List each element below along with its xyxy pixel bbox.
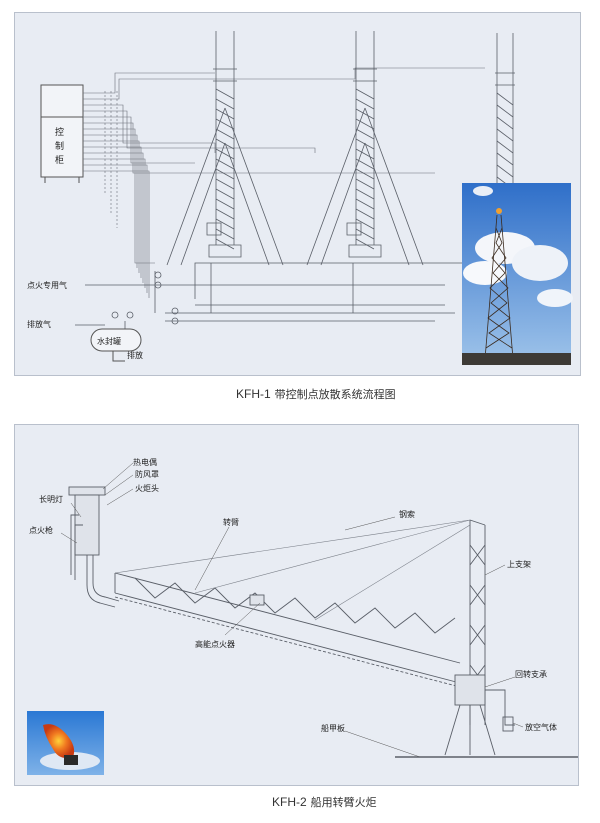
tower-stroke — [496, 33, 514, 185]
flare-tower-photo — [462, 183, 573, 365]
tower-stroke — [495, 72, 515, 86]
flame-photo — [27, 711, 104, 775]
tower-stroke — [496, 140, 514, 154]
tower-stroke — [306, 107, 424, 266]
hi-energy-igniter-label: 高能点火器 — [195, 639, 235, 649]
slewing-support-label: 回转支承 — [515, 669, 547, 679]
tower-stroke — [215, 228, 235, 240]
tower-stroke — [355, 88, 375, 100]
tower-stroke — [355, 148, 375, 160]
tower-stroke — [206, 222, 222, 236]
tower-stroke — [355, 238, 375, 250]
thermocouple-label: 热电偶 — [133, 457, 157, 467]
cabinet-label-3: 柜 — [55, 154, 64, 166]
tower-stroke — [355, 218, 375, 230]
tower-stroke — [215, 118, 235, 130]
tower-stroke — [215, 98, 235, 110]
figure1-code: KFH-1 — [236, 387, 271, 401]
tower-stroke — [355, 128, 375, 140]
tower-stroke — [496, 104, 514, 118]
windshield-label: 防风罩 — [135, 469, 159, 479]
tower-stroke — [496, 164, 514, 178]
tower-stroke — [355, 118, 375, 130]
upper-bracket-label: 上支架 — [507, 559, 531, 569]
tower-stroke — [215, 128, 235, 140]
water-seal-tank — [90, 328, 142, 362]
signal-wires — [83, 67, 485, 298]
tower-stroke — [355, 178, 375, 190]
tower-stroke — [355, 31, 375, 245]
tower-stroke — [353, 68, 377, 82]
tower-stroke — [355, 228, 375, 240]
rotating-arm-flare-panel: 热电偶 防风罩 火炬头 长明灯 点火枪 转臂 钢索 上支架 高能点火器 回转支承… — [14, 424, 579, 786]
tower-stroke — [355, 168, 375, 180]
ignition-gas-label: 点火专用气 — [27, 280, 67, 290]
tower-stroke — [215, 88, 235, 100]
igniter-gun-label: 点火枪 — [29, 525, 53, 535]
leader-lines — [60, 462, 524, 758]
tower-stroke — [208, 244, 242, 258]
flow-diagram-drawing: 控 制 柜 — [27, 31, 573, 365]
tower-stroke — [320, 142, 410, 266]
tower-stroke — [215, 218, 235, 230]
tower-stroke — [355, 98, 375, 110]
steel-cable-label: 钢索 — [399, 509, 415, 519]
discharge-label: 排放 — [127, 350, 143, 360]
tower-stroke — [215, 168, 235, 180]
tower-stroke — [215, 198, 235, 210]
torch-head-label: 火炬头 — [135, 483, 159, 493]
steel-cables — [114, 519, 471, 621]
rotating-arm-flare-drawing: 热电偶 防风罩 火炬头 长明灯 点火枪 转臂 钢索 上支架 高能点火器 回转支承… — [27, 457, 578, 775]
figure2-code: KFH-2 — [272, 795, 307, 809]
tower-stroke — [496, 116, 514, 130]
tower-stroke — [215, 108, 235, 120]
vent-gas-label: 排放气 — [27, 319, 51, 329]
tower-stroke — [215, 188, 235, 200]
cabinet-label-1: 控 — [55, 126, 64, 138]
tower-stroke — [215, 148, 235, 160]
flow-diagram-panel: 控 制 柜 — [14, 12, 581, 376]
tower-stroke — [355, 198, 375, 210]
tower-stroke — [166, 107, 284, 266]
deck-plate-label: 船甲板 — [321, 723, 345, 733]
tower-stroke — [496, 128, 514, 142]
tower-stroke — [496, 152, 514, 166]
tower-stroke — [215, 31, 235, 245]
flare-towers — [166, 31, 515, 266]
rotating-arm — [114, 572, 461, 688]
tower-stroke — [496, 92, 514, 106]
figure1-title: 带控制点放散系统流程图 — [274, 388, 396, 401]
rotating-arm-label: 转臂 — [223, 517, 239, 527]
tower-stroke — [213, 68, 237, 82]
torch-head — [68, 486, 120, 608]
tower-stroke — [355, 188, 375, 200]
tower-stroke — [215, 178, 235, 190]
tower-stroke — [215, 208, 235, 220]
tower-stroke — [348, 244, 382, 258]
tower-stroke — [355, 108, 375, 120]
gas-manifold — [75, 262, 470, 333]
tower-stroke — [180, 142, 270, 266]
cabinet-label-2: 制 — [55, 140, 64, 152]
vent-gas-label-2: 放空气体 — [525, 722, 557, 732]
pilot-lamp-label: 长明灯 — [39, 494, 63, 504]
tower-stroke — [346, 222, 362, 236]
water-seal-label: 水封罐 — [97, 336, 121, 346]
slewing-base — [444, 674, 515, 756]
figure2-title: 船用转臂火炬 — [310, 796, 377, 809]
tower-stroke — [215, 238, 235, 250]
tower-stroke — [355, 208, 375, 220]
control-cabinet: 控 制 柜 — [40, 84, 84, 183]
